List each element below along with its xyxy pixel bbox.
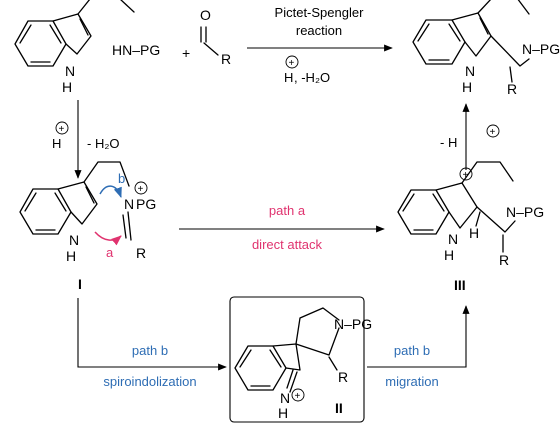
acid-charge-circle [285, 55, 299, 69]
compound-label-III: III [454, 277, 466, 293]
water-loss: , -H₂O [294, 70, 330, 85]
label-a-arrow: a [106, 245, 114, 260]
atom-indole-h: H [62, 79, 72, 95]
pictet-spengler-title: Pictet-Spengler [275, 5, 365, 20]
atom-indole-n: N [65, 63, 75, 79]
box-intermediate-II [229, 296, 365, 423]
atom-III-indole-h: H [444, 247, 454, 263]
arrow-b-attack [99, 185, 122, 198]
label-b-arrow: b [118, 171, 125, 186]
spiro-charge-circle [291, 388, 305, 402]
atom-III-r: R [499, 252, 509, 268]
atom-III-h: H [469, 225, 479, 241]
atom-III-npg: N–PG [506, 204, 544, 220]
atom-carboline-h: H [462, 79, 472, 95]
atom-aldehyde-o: O [200, 7, 211, 23]
iminium-charge-circle [134, 181, 148, 195]
arrow-path-b [77, 298, 227, 371]
h2o-loss: - H₂O [87, 136, 120, 151]
intermediate-II: N H + N–PG R [234, 307, 372, 421]
proton-loss: - H [440, 135, 457, 150]
compound-label-II: II [335, 400, 343, 416]
atom-II-n: N [280, 390, 290, 406]
atom-II-npg: N–PG [334, 316, 372, 332]
atom-aldehyde-r: R [221, 51, 231, 67]
spiro-charge-plus: + [295, 391, 301, 402]
arrow-a-attack [94, 231, 122, 246]
atom-hn-pg: HN–PG [112, 42, 160, 58]
atom-II-h: H [278, 405, 288, 421]
pictet-spengler-subtitle: reaction [296, 23, 342, 38]
compound-label-I: I [78, 276, 82, 292]
migration-label: path b [394, 343, 430, 358]
path-a-label: path a [269, 203, 306, 218]
cation-charge-circle [459, 167, 473, 181]
tryptamine-structure: N H HN–PG [14, 0, 160, 95]
atom-I-indole-h: H [66, 248, 76, 264]
cation-charge-plus: + [463, 170, 469, 181]
acid-charge-plus: + [289, 58, 295, 69]
iminium-charge-plus: + [138, 184, 144, 195]
acid-h-2: H [52, 136, 61, 151]
path-a-desc: direct attack [252, 237, 323, 252]
proton-charge-plus: + [490, 127, 496, 138]
acid-charge-circle-2 [55, 121, 69, 135]
intermediate-III: N H H N–PG R + [397, 161, 544, 268]
product-carboline: N H N–PG R [412, 0, 560, 97]
atom-I-r: R [136, 245, 146, 261]
aldehyde-structure: O R [200, 7, 231, 67]
path-b-label: path b [132, 343, 168, 358]
acid-charge-plus-2: + [59, 124, 65, 135]
atom-II-r: R [338, 369, 348, 385]
intermediate-I: N H N PG R + b a [19, 161, 156, 264]
atom-I-n: N [124, 196, 134, 212]
path-b-desc: spiroindolization [103, 374, 196, 389]
plus-sign: + [182, 45, 190, 61]
atom-I-pg: PG [136, 196, 156, 212]
atom-carboline-r: R [507, 81, 517, 97]
atom-III-indole-n: N [448, 231, 458, 247]
atom-carboline-npg: N–PG [522, 41, 560, 57]
atom-I-indole-n: N [69, 232, 79, 248]
arrow-migration [367, 305, 470, 368]
proton-charge-circle [486, 124, 500, 138]
atom-carboline-n: N [465, 63, 475, 79]
acid-h: H [284, 70, 293, 85]
migration-desc: migration [385, 374, 438, 389]
